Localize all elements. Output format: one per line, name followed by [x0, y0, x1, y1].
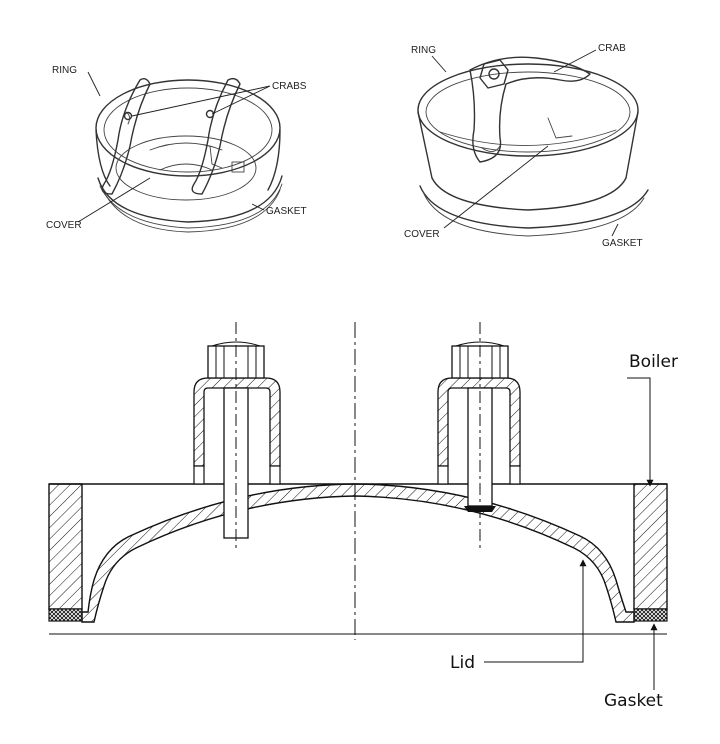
cross-section: Boiler Lid Gasket [48, 322, 678, 711]
left-cover-leader [77, 177, 151, 223]
gasket-right [633, 608, 668, 622]
boiler-wall-left [48, 483, 83, 610]
left-ring-label: RING [52, 65, 77, 76]
left-cover-label: COVER [46, 220, 82, 231]
lid-leader [484, 559, 587, 663]
boiler-label: Boiler [629, 352, 678, 372]
right-ring-leader [431, 55, 447, 73]
lid-section [81, 483, 635, 623]
lid-label: Lid [450, 653, 475, 673]
left-cover-drawing [115, 135, 257, 201]
gasket-left [48, 608, 83, 622]
left-gasket-leader [251, 203, 265, 211]
right-clamp-assembly [437, 322, 521, 548]
right-cover-label: COVER [404, 229, 440, 240]
right-crab-label: CRAB [598, 43, 626, 54]
right-ring-drawing [417, 63, 649, 237]
gasket-label: Gasket [604, 691, 663, 711]
boiler-wall-right [633, 483, 668, 610]
boiler-leader [627, 377, 654, 487]
left-ring-drawing [95, 79, 283, 233]
left-ring-leader [87, 71, 101, 97]
left-clamp-assembly [193, 322, 281, 548]
left-crabs-leader [131, 85, 271, 117]
right-ring-label: RING [411, 45, 436, 56]
left-crabs-label: CRABS [272, 81, 307, 92]
right-cover-drawing [439, 117, 617, 146]
right-gasket-leader [611, 223, 619, 237]
right-gasket-label: GASKET [602, 238, 643, 249]
right-crab-leader [553, 49, 597, 73]
left-gasket-label: GASKET [266, 206, 307, 217]
left-crabs-drawing [101, 77, 241, 195]
left-sketch: RING CRABS COVER GASKET [46, 65, 307, 233]
right-crab-drawing [469, 56, 591, 163]
right-cover-leader [443, 145, 549, 229]
right-sketch: RING CRAB COVER GASKET [404, 43, 649, 249]
